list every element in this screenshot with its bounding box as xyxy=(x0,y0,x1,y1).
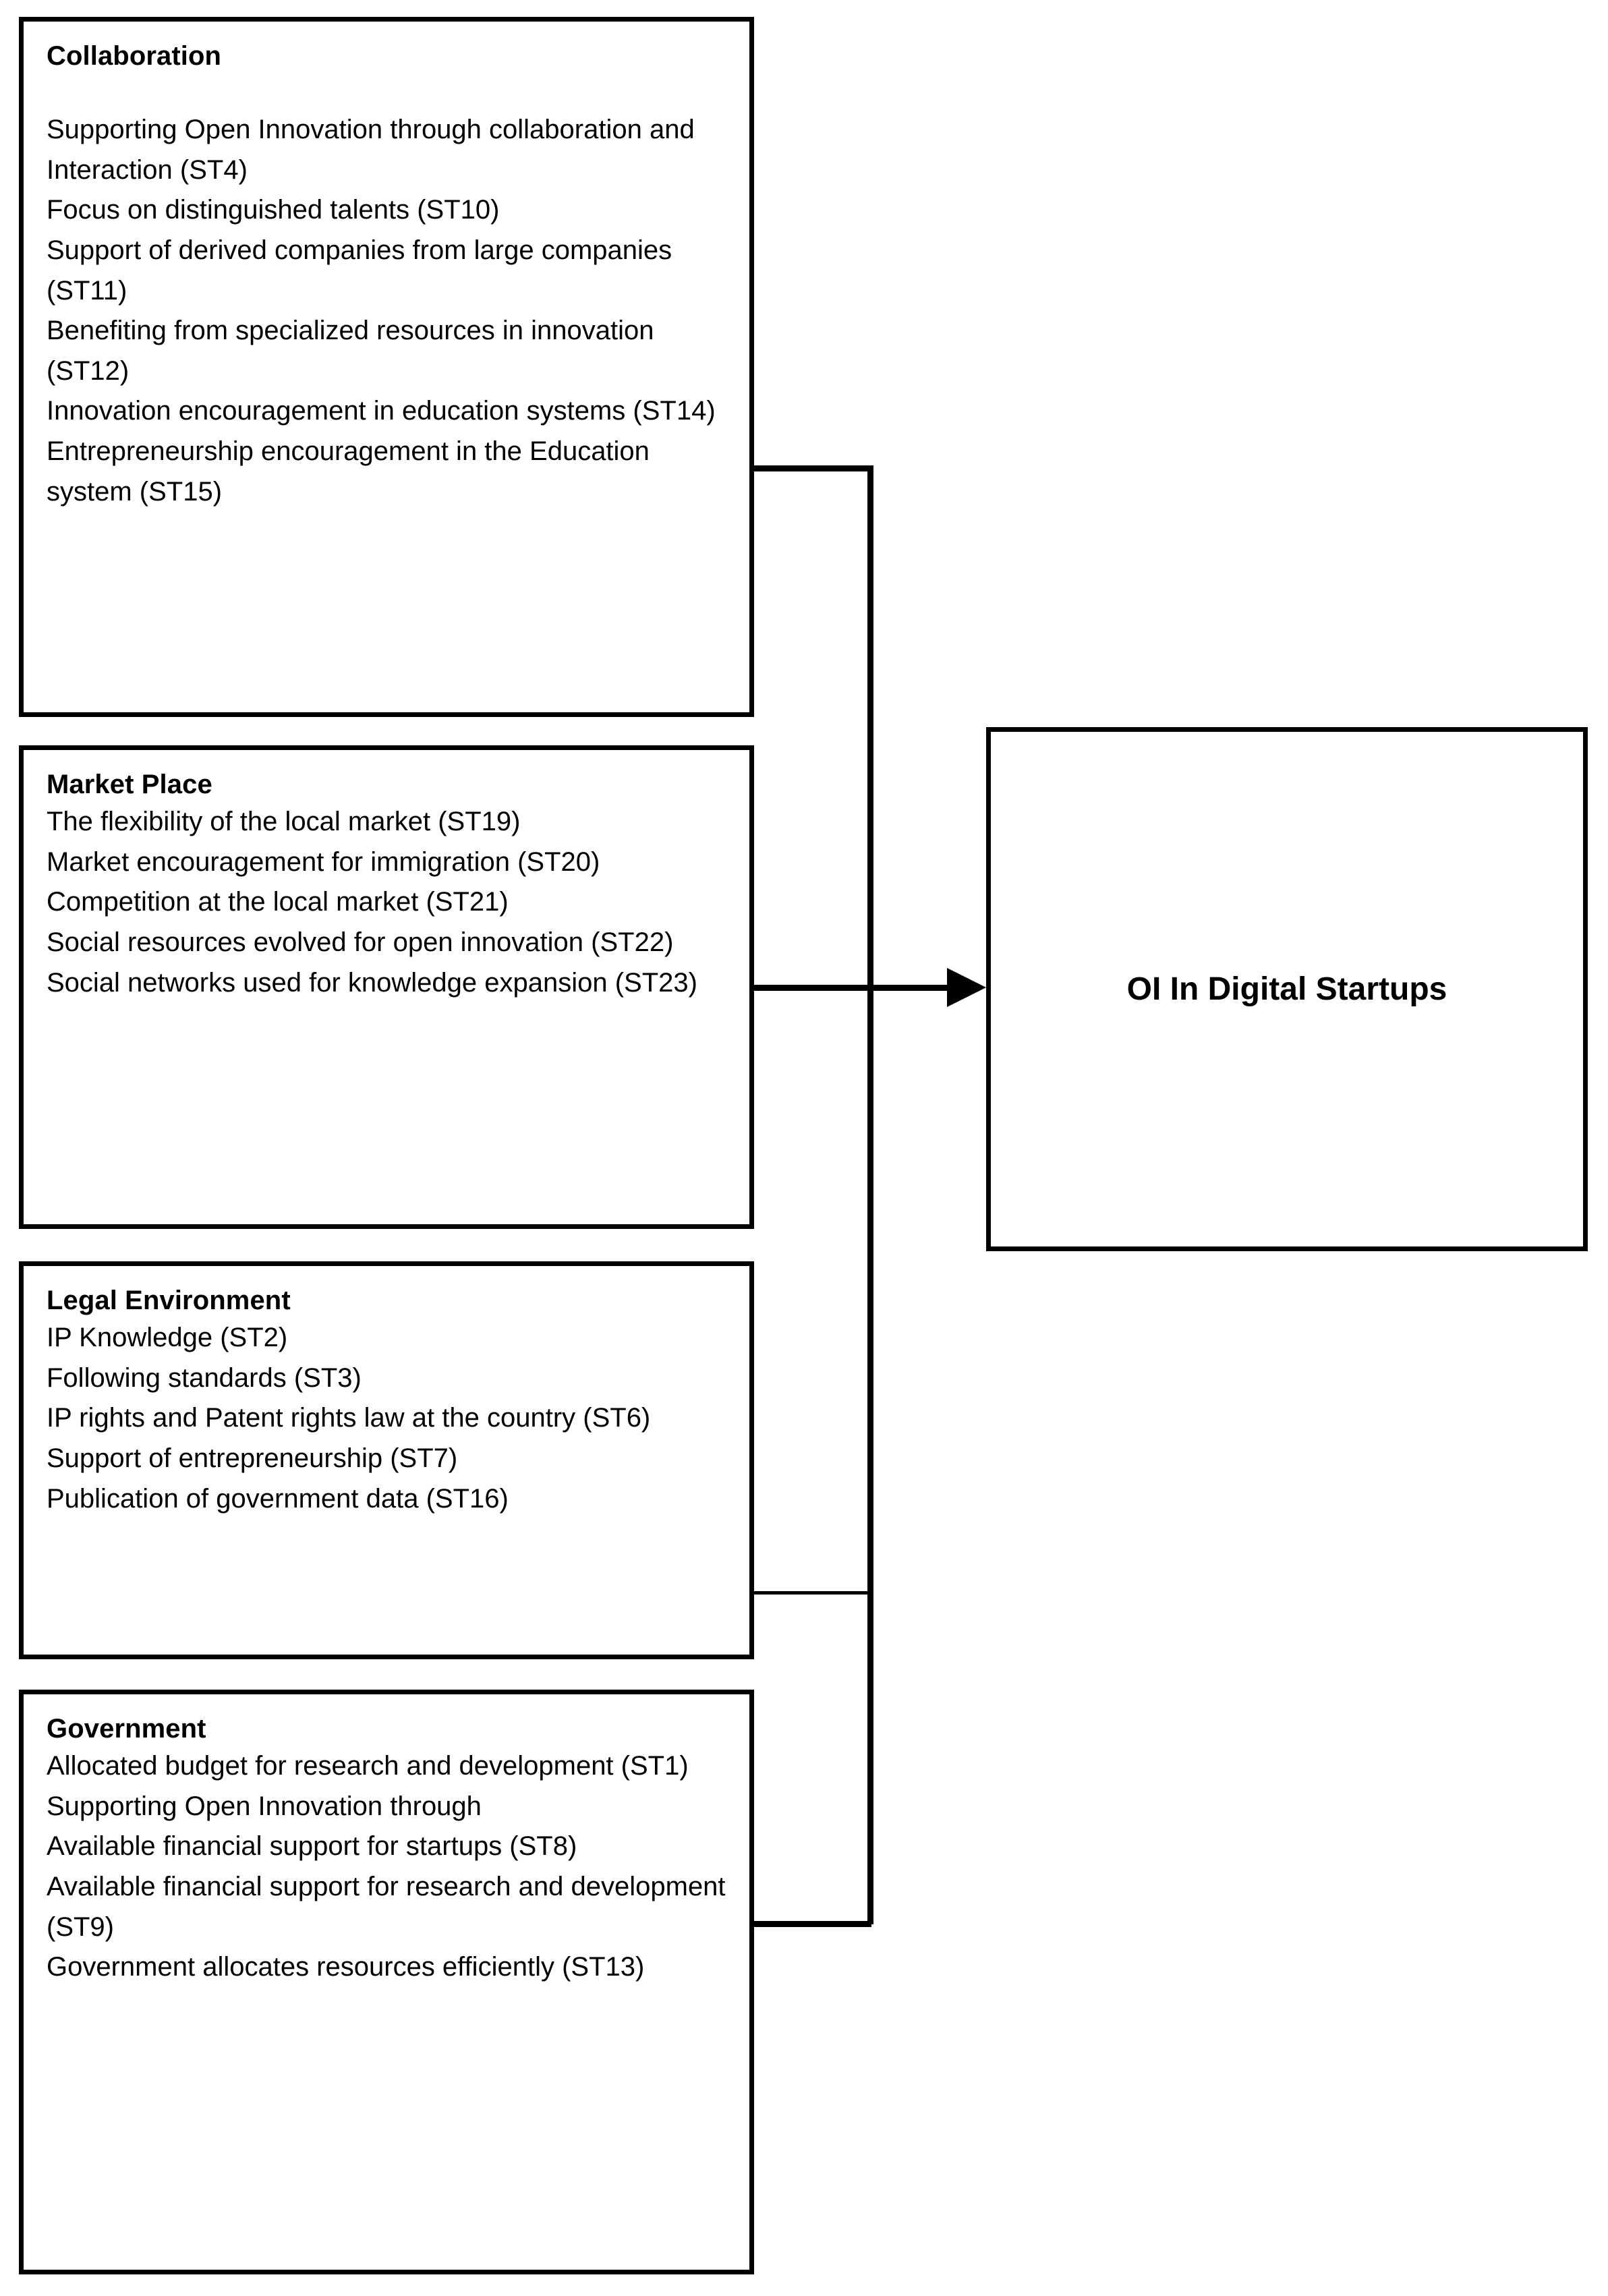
connector-branch-legal-environment xyxy=(750,1591,871,1595)
target-box-label: OI In Digital Startups xyxy=(1126,971,1447,1007)
category-title-collaboration: Collaboration xyxy=(47,41,222,71)
connector-vertical-trunk xyxy=(867,465,873,1924)
list-item: Entrepreneurship encouragement in the Ed… xyxy=(47,436,650,507)
list-item: Following standards (ST3) xyxy=(47,1362,362,1393)
connector-branch-market-place xyxy=(750,985,871,991)
list-item: Supporting Open Innovation through xyxy=(47,1791,482,1821)
category-box-collaboration-content: Collaboration Supporting Open Innovation… xyxy=(24,22,749,525)
category-box-market-place-content: Market Place The flexibility of the loca… xyxy=(24,750,749,1016)
connector-branch-government xyxy=(750,1921,871,1927)
connector-branch-collaboration xyxy=(750,465,871,471)
category-item-list-legal-environment: IP Knowledge (ST2) Following standards (… xyxy=(47,1318,726,1519)
list-item: Allocated budget for research and develo… xyxy=(47,1751,689,1781)
category-title-government: Government xyxy=(47,1714,206,1744)
category-box-legal-environment-content: Legal Environment IP Knowledge (ST2) Fol… xyxy=(24,1266,749,1532)
category-item-list-collaboration: Supporting Open Innovation through colla… xyxy=(47,110,726,512)
list-item: Benefiting from specialized resources in… xyxy=(47,316,654,386)
list-item: Government allocates resources efficient… xyxy=(47,1952,645,1982)
list-item: Social networks used for knowledge expan… xyxy=(47,967,697,998)
list-item: The flexibility of the local market (ST1… xyxy=(47,807,521,837)
category-box-legal-environment[interactable]: Legal Environment IP Knowledge (ST2) Fol… xyxy=(19,1261,754,1659)
list-item: Focus on distinguished talents (ST10) xyxy=(47,195,500,225)
list-item: IP Knowledge (ST2) xyxy=(47,1323,288,1353)
connector-arrow-shaft xyxy=(870,985,971,991)
category-title-market-place: Market Place xyxy=(47,770,212,799)
list-item: Support of derived companies from large … xyxy=(47,235,672,306)
list-item: Market encouragement for immigration (ST… xyxy=(47,846,600,877)
category-box-government[interactable]: Government Allocated budget for research… xyxy=(19,1690,754,2274)
category-item-list-market-place: The flexibility of the local market (ST1… xyxy=(47,802,726,1003)
target-box-oi-in-digital-startups[interactable]: OI In Digital Startups xyxy=(986,727,1588,1251)
list-item: Innovation encouragement in education sy… xyxy=(47,396,716,426)
list-item: Available financial support for startups… xyxy=(47,1831,577,1862)
list-item: Support of entrepreneurship (ST7) xyxy=(47,1443,458,1473)
list-item: Publication of government data (ST16) xyxy=(47,1483,509,1514)
list-item: Social resources evolved for open innova… xyxy=(47,927,674,957)
arrow-head-icon xyxy=(947,968,986,1007)
list-item: Available financial support for research… xyxy=(47,1871,726,1942)
category-box-market-place[interactable]: Market Place The flexibility of the loca… xyxy=(19,745,754,1229)
category-item-list-government: Allocated budget for research and develo… xyxy=(47,1746,726,1988)
category-title-legal-environment: Legal Environment xyxy=(47,1286,291,1315)
category-box-collaboration[interactable]: Collaboration Supporting Open Innovation… xyxy=(19,17,754,717)
list-item: IP rights and Patent rights law at the c… xyxy=(47,1403,651,1433)
category-box-government-content: Government Allocated budget for research… xyxy=(24,1694,749,2001)
list-item: Competition at the local market (ST21) xyxy=(47,887,509,917)
list-item: Supporting Open Innovation through colla… xyxy=(47,115,695,185)
